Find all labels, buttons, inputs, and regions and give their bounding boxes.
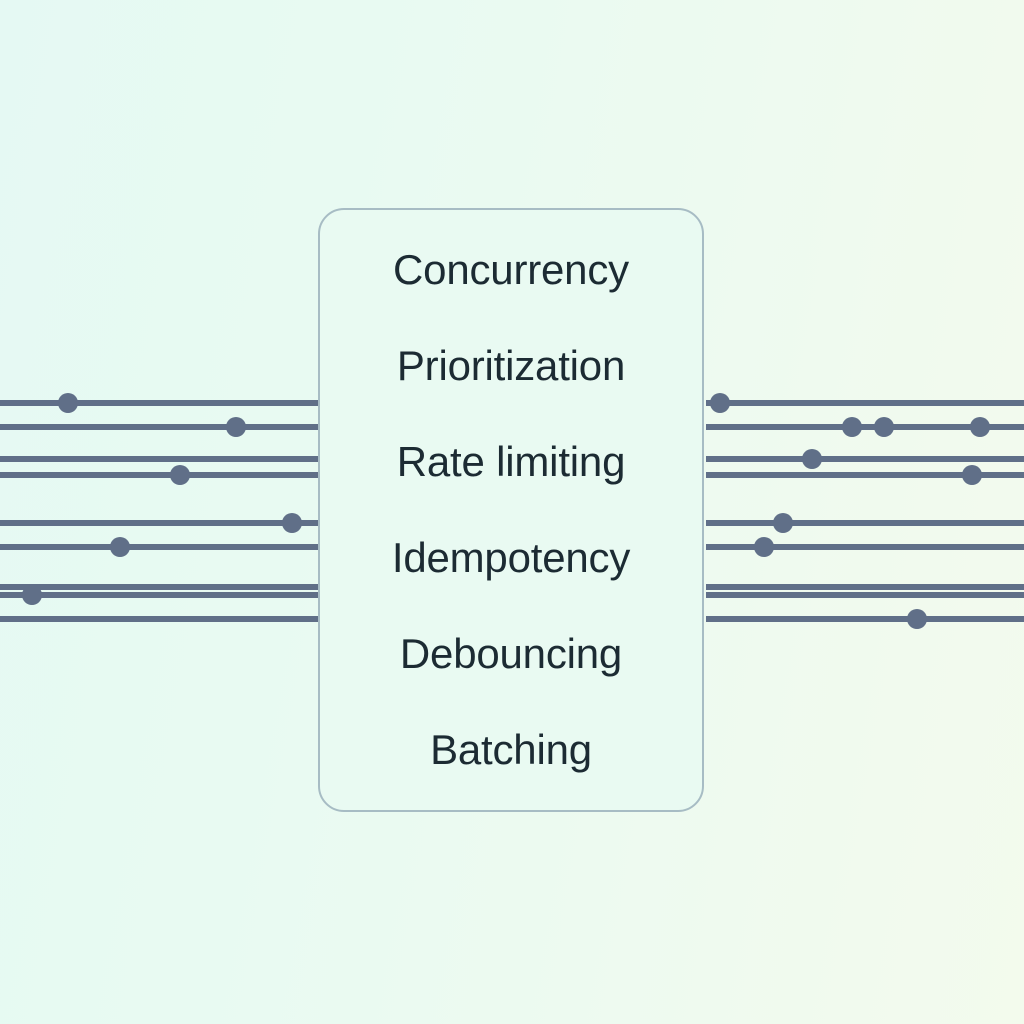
rule-segment-left bbox=[0, 616, 318, 622]
rule-dot bbox=[802, 449, 822, 469]
rule-segment-right bbox=[706, 465, 1024, 485]
rule-dot bbox=[842, 417, 862, 437]
rule-segment-left bbox=[0, 465, 318, 485]
concept-item-idempotency: Idempotency bbox=[320, 510, 702, 606]
rule-dot bbox=[282, 513, 302, 533]
rule-dot bbox=[962, 465, 982, 485]
rule-dot bbox=[907, 609, 927, 629]
rule-segment-right bbox=[706, 449, 1024, 469]
rule-dot bbox=[874, 417, 894, 437]
rule-segment-right bbox=[706, 537, 1024, 557]
rule-segment-left bbox=[0, 456, 318, 462]
rule-segment-left bbox=[0, 537, 318, 557]
rule-dot bbox=[22, 585, 42, 605]
concept-item-label: Rate limiting bbox=[396, 438, 626, 485]
rule-dot bbox=[710, 393, 730, 413]
concept-item-label: Idempotency bbox=[391, 534, 631, 581]
rule-segment-left bbox=[0, 393, 318, 413]
concept-item-prioritization: Prioritization bbox=[320, 318, 702, 414]
rule-dot bbox=[110, 537, 130, 557]
rule-dot bbox=[970, 417, 990, 437]
rule-segment-right bbox=[706, 393, 1024, 413]
rule-segment-left bbox=[0, 584, 318, 590]
concept-card: Concurrency Prioritization Rate limiting… bbox=[318, 208, 704, 812]
rule-segment-left bbox=[0, 585, 318, 605]
concept-item-label: Concurrency bbox=[393, 246, 629, 293]
concept-item-label: Prioritization bbox=[396, 342, 626, 389]
concept-item-label: Debouncing bbox=[399, 630, 623, 677]
concept-item-label: Batching bbox=[430, 726, 592, 773]
rule-dot bbox=[170, 465, 190, 485]
rule-dot bbox=[773, 513, 793, 533]
rule-segment-left bbox=[0, 417, 318, 437]
rule-segment-right bbox=[706, 584, 1024, 590]
concept-item-batching: Batching bbox=[320, 702, 702, 798]
concept-item-rate-limiting: Rate limiting bbox=[320, 414, 702, 510]
rule-segment-right bbox=[706, 592, 1024, 598]
rule-dot bbox=[226, 417, 246, 437]
concept-item-concurrency: Concurrency bbox=[320, 222, 702, 318]
rule-segment-right bbox=[706, 513, 1024, 533]
rule-dot bbox=[58, 393, 78, 413]
rule-segment-right bbox=[706, 609, 1024, 629]
rule-dot bbox=[754, 537, 774, 557]
rule-segment-right bbox=[706, 417, 1024, 437]
concept-item-debouncing: Debouncing bbox=[320, 606, 702, 702]
rule-segment-left bbox=[0, 513, 318, 533]
